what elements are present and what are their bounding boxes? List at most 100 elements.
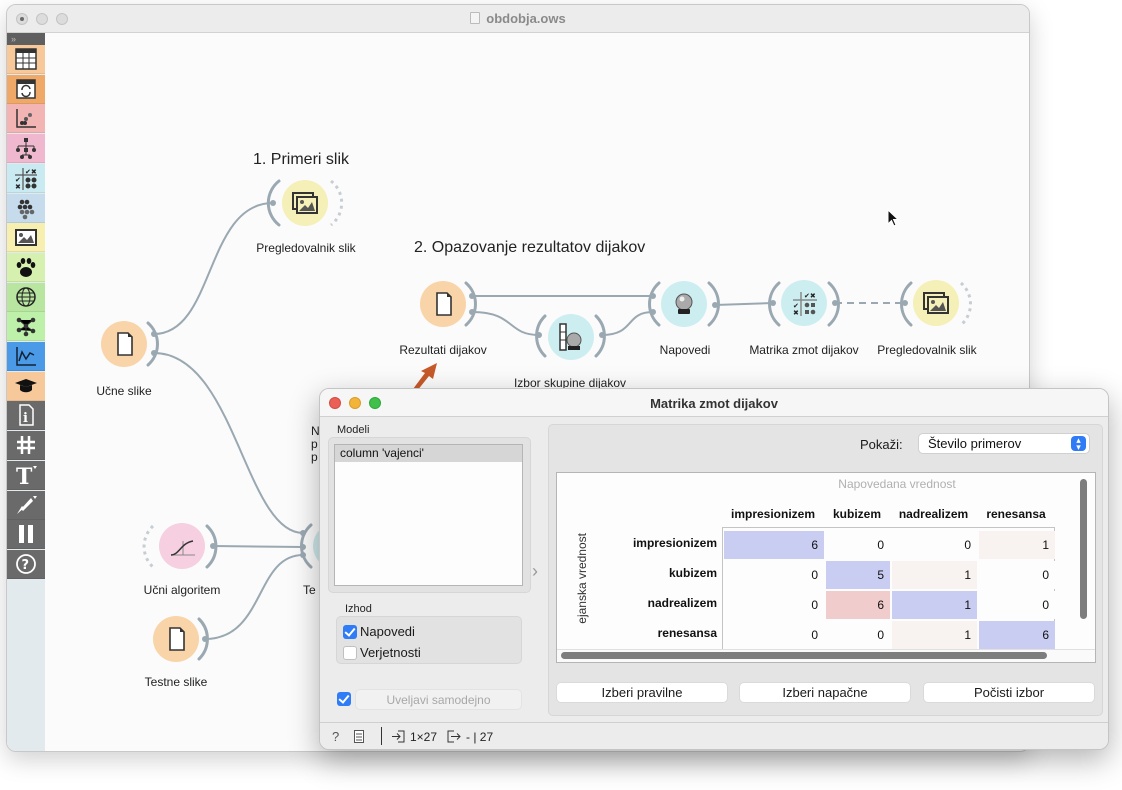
node-ucni-algoritem-circle[interactable] bbox=[159, 523, 205, 569]
show-select[interactable]: Število primerov ▴▾ bbox=[918, 433, 1090, 454]
matrix-cell[interactable]: 1 bbox=[979, 531, 1055, 559]
matrix-cell[interactable]: 1 bbox=[892, 591, 977, 619]
matrix-cell[interactable]: 5 bbox=[826, 561, 890, 589]
toolbox-item-data-transform[interactable] bbox=[7, 74, 45, 104]
file-icon bbox=[117, 332, 133, 356]
dialog-title: Matrika zmot dijakov bbox=[650, 396, 778, 411]
toolbox-item-grid-hash[interactable] bbox=[7, 431, 45, 461]
row-header[interactable]: renesansa bbox=[657, 626, 717, 640]
select-wrong-button[interactable]: Izberi napačne bbox=[739, 682, 911, 703]
matrix-cell[interactable]: 0 bbox=[979, 561, 1055, 589]
document-icon bbox=[470, 12, 481, 24]
napovedi-checkbox[interactable] bbox=[343, 625, 357, 639]
node-testne-slike-circle[interactable] bbox=[153, 616, 199, 662]
row-header[interactable]: nadrealizem bbox=[647, 596, 717, 610]
matrix-cell[interactable]: 1 bbox=[892, 621, 977, 649]
matrix-cell[interactable]: 0 bbox=[979, 591, 1055, 619]
vertical-scrollbar[interactable] bbox=[1080, 479, 1087, 619]
column-header[interactable]: nadrealizem bbox=[898, 507, 969, 521]
dialog-zoom-button[interactable] bbox=[369, 397, 381, 409]
show-select-value: Število primerov bbox=[928, 436, 1022, 451]
annotation-primeri-slik[interactable]: 1. Primeri slik bbox=[253, 151, 350, 168]
toolbox-item-education[interactable] bbox=[7, 371, 45, 401]
toolbox-item-hierarchy[interactable] bbox=[7, 134, 45, 164]
matrix-cell[interactable]: 0 bbox=[892, 531, 977, 559]
matrix-cell[interactable]: 0 bbox=[826, 621, 890, 649]
matrix-cell[interactable]: 1 bbox=[892, 561, 977, 589]
clear-selection-button[interactable]: Počisti izbor bbox=[923, 682, 1095, 703]
report-icon[interactable] bbox=[354, 730, 364, 743]
file-icon bbox=[169, 627, 185, 651]
models-list[interactable]: column 'vajenci' bbox=[334, 444, 523, 586]
select-correct-button[interactable]: Izberi pravilne bbox=[556, 682, 728, 703]
paw-icon bbox=[16, 257, 36, 277]
matrix-cell[interactable]: 0 bbox=[724, 621, 824, 649]
matrix-cell[interactable]: 0 bbox=[826, 531, 890, 559]
matrix-cell[interactable]: 6 bbox=[979, 621, 1055, 649]
toolbox-item-info[interactable]: i bbox=[7, 401, 45, 431]
napovedi-checkbox-label[interactable]: Napovedi bbox=[360, 624, 415, 639]
close-window-button[interactable] bbox=[16, 13, 28, 25]
node-matrika-circle[interactable]: ✔✖✔✖ bbox=[781, 280, 827, 326]
column-header[interactable]: kubizem bbox=[832, 507, 881, 521]
models-list-item[interactable]: column 'vajenci' bbox=[335, 445, 522, 462]
toolbox-item-help[interactable]: ? bbox=[7, 549, 45, 579]
toolbox-item-network[interactable] bbox=[7, 312, 45, 342]
node-rezultati-circle[interactable] bbox=[420, 281, 466, 327]
matrix-cell[interactable]: 0 bbox=[724, 591, 824, 619]
window-title: obdobja.ows bbox=[7, 11, 1029, 26]
verjetnosti-checkbox-label[interactable]: Verjetnosti bbox=[360, 645, 421, 660]
apply-button[interactable]: Uveljavi samodejno bbox=[355, 689, 522, 710]
column-header[interactable]: impresionizem bbox=[730, 507, 816, 521]
annotation-fragment: N p p bbox=[311, 424, 320, 464]
node-matrika-label: Matrika zmot dijakov bbox=[749, 343, 859, 357]
zoom-window-button[interactable] bbox=[56, 13, 68, 25]
matrix-cell[interactable]: 0 bbox=[724, 561, 824, 589]
row-header[interactable]: kubizem bbox=[668, 566, 717, 580]
toolbox-item-line-chart[interactable] bbox=[7, 342, 45, 371]
matrix-cell[interactable]: 6 bbox=[826, 591, 890, 619]
toolbox-item-text-tool[interactable]: T bbox=[7, 460, 45, 490]
verjetnosti-checkbox[interactable] bbox=[343, 646, 357, 660]
toolbox-item-globe[interactable] bbox=[7, 282, 45, 312]
toolbox-item-arrow-tool[interactable] bbox=[7, 490, 45, 520]
confusion-matrix-icon: ✔✖✔✖ bbox=[793, 292, 817, 317]
toolbox-item-confusion-matrix[interactable]: ✔✖✔✖ bbox=[7, 163, 45, 193]
svg-text:T: T bbox=[16, 464, 33, 487]
horizontal-scrollbar[interactable] bbox=[561, 652, 1047, 659]
chevron-right-icon[interactable]: › bbox=[532, 561, 538, 581]
node-pregledovalnik-2-circle[interactable] bbox=[913, 280, 959, 326]
node-ucne-slike-circle[interactable] bbox=[101, 321, 147, 367]
matrix-cell[interactable]: 6 bbox=[724, 531, 824, 559]
help-icon[interactable]: ? bbox=[332, 729, 340, 744]
link-testne-test bbox=[204, 554, 304, 640]
logistic-curve-icon bbox=[170, 540, 195, 556]
confusion-matrix-view[interactable]: Napovedana vrednost ejanska vrednost imp… bbox=[556, 472, 1096, 663]
toolbox-item-clustering[interactable] bbox=[7, 193, 45, 223]
dialog-minimize-button[interactable] bbox=[349, 397, 361, 409]
node-napovedi-circle[interactable] bbox=[661, 281, 707, 327]
toolbox-collapse-button[interactable]: » bbox=[7, 33, 45, 45]
toolbox-item-scatter-plot[interactable] bbox=[7, 104, 45, 134]
dialog-close-button[interactable] bbox=[329, 397, 341, 409]
svg-text:?: ? bbox=[22, 558, 30, 573]
arrow-tool-icon bbox=[17, 495, 37, 514]
node-pregledovalnik-1-circle[interactable] bbox=[282, 180, 328, 226]
minimize-window-button[interactable] bbox=[36, 13, 48, 25]
column-header[interactable]: renesansa bbox=[986, 507, 1046, 521]
auto-apply-checkbox[interactable] bbox=[337, 692, 351, 706]
toolbox-item-data-table[interactable] bbox=[7, 45, 45, 74]
toolbox-item-pause[interactable] bbox=[7, 520, 45, 550]
mouse-cursor-icon bbox=[887, 209, 900, 227]
toolbox-item-image[interactable] bbox=[7, 223, 45, 253]
confusion-matrix-icon: ✔✖✔✖ bbox=[15, 167, 37, 190]
toolbox-item-paw[interactable] bbox=[7, 252, 45, 282]
confusion-matrix-dialog: Matrika zmot dijakov Modeli column 'vaje… bbox=[319, 388, 1109, 750]
row-header[interactable]: impresionizem bbox=[632, 536, 717, 550]
annotation-opazovanje[interactable]: 2. Opazovanje rezultatov dijakov bbox=[414, 239, 646, 256]
text-tool-icon: T bbox=[16, 464, 37, 487]
node-izbor-circle[interactable] bbox=[548, 314, 594, 360]
select-predictions-icon bbox=[559, 323, 582, 351]
